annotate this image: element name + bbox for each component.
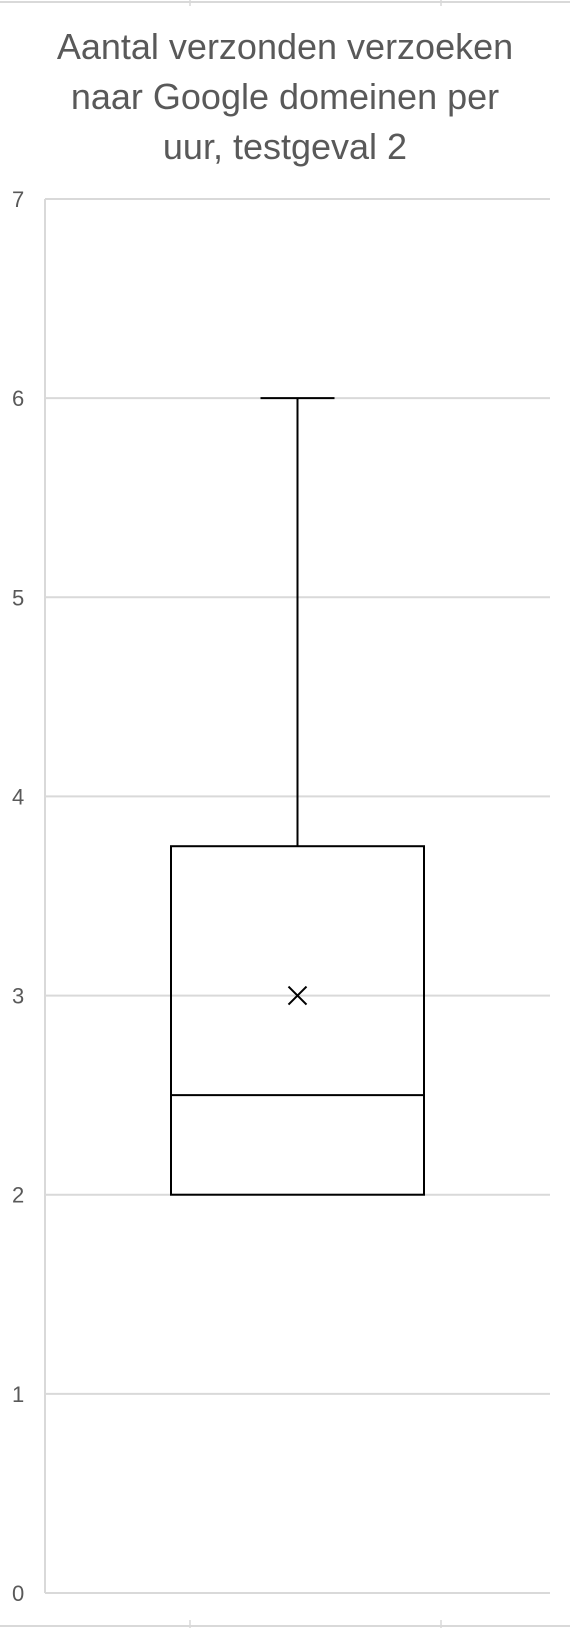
chart-title-line-1: Aantal verzonden verzoeken [56, 26, 514, 67]
y-tick-label-2: 2 [12, 1183, 24, 1208]
y-tick-label-4: 4 [12, 784, 24, 809]
y-tick-label-1: 1 [12, 1382, 24, 1407]
chart-title-line-2: naar Google domeinen per [70, 76, 500, 117]
y-tick-label-5: 5 [12, 585, 24, 610]
y-tick-label-3: 3 [12, 984, 24, 1009]
y-tick-label-7: 7 [12, 187, 24, 212]
y-tick-label-6: 6 [12, 386, 24, 411]
chart-title: Aantal verzonden verzoeken naar Google d… [0, 22, 570, 172]
chart-title-line-3: uur, testgeval 2 [162, 126, 408, 167]
box-iqr [170, 845, 425, 1196]
mean-marker-stroke-b [287, 985, 308, 1006]
y-tick-label-0: 0 [12, 1581, 24, 1606]
